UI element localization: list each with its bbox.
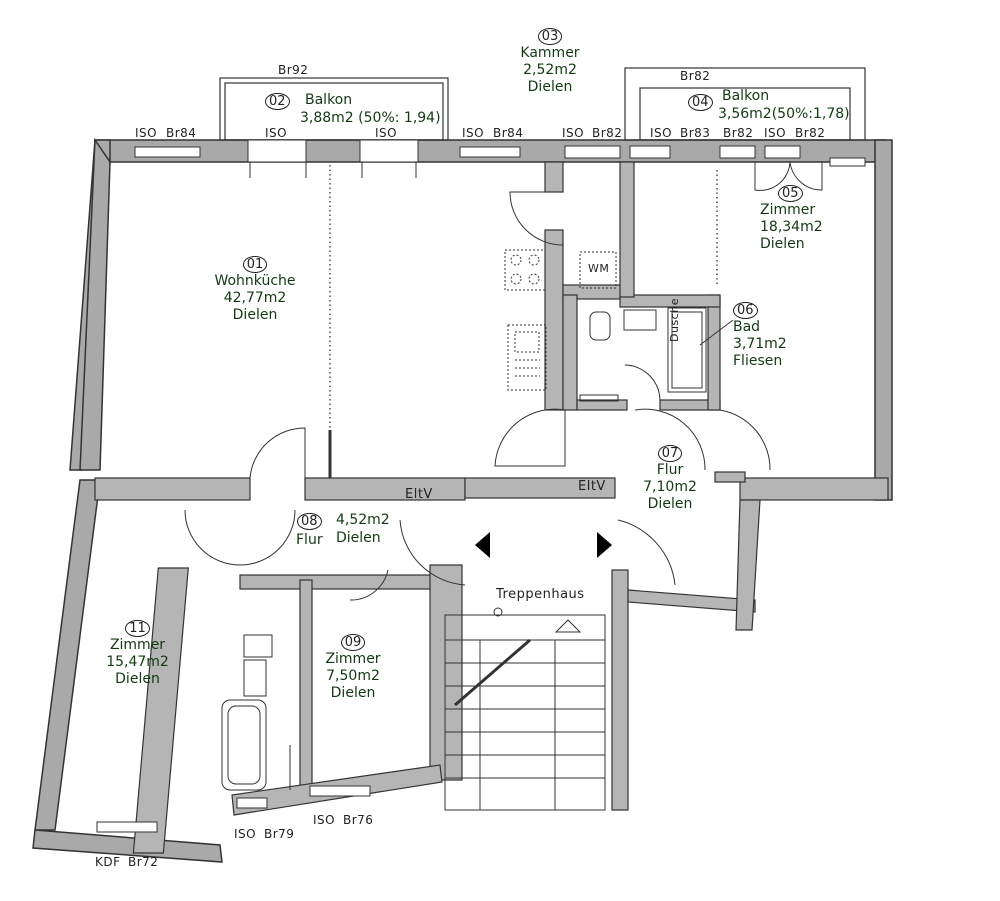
window-label-width: Br84 [166, 126, 197, 140]
room-floor: Dielen [330, 685, 376, 701]
room-01-label: 01 Wohnküche 42,77m2 Dielen [200, 256, 310, 324]
stove-icon [504, 249, 546, 291]
room-floor: Dielen [760, 236, 805, 252]
washer-icon [579, 251, 617, 289]
room-floor: Dielen [232, 307, 278, 323]
window-label-width: Br72 [128, 855, 159, 869]
sink-icon [507, 324, 547, 391]
room-name: Wohnküche [214, 273, 296, 289]
room-number: 07 [657, 445, 683, 462]
window-label-width: Br76 [343, 813, 374, 827]
room-04-area: 3,56m2(50%:1,78) [718, 106, 850, 122]
room-03-label: 03 Kammer 2,52m2 Dielen [510, 28, 590, 96]
room-area: 18,34m2 [760, 219, 823, 235]
interior-walls [94, 161, 889, 854]
window-label-iso: ISO [313, 813, 336, 827]
balcony-04-width: Br82 [680, 69, 711, 83]
room-04-name: Balkon [722, 88, 770, 104]
room-floor: Fliesen [733, 353, 783, 369]
window-label-kdf: KDF [95, 855, 121, 869]
room-11-label: 11 Zimmer 15,47m2 Dielen [105, 620, 170, 688]
room-area: 3,71m2 [733, 336, 787, 352]
room-area: 7,10m2 [643, 479, 697, 495]
window-label-iso: ISO [375, 126, 398, 140]
room-area: 2,52m2 [523, 62, 577, 78]
stairs-icon [444, 607, 606, 811]
window-label-iso: ISO [135, 126, 158, 140]
room-number: 09 [340, 634, 366, 651]
entrance-arrows [475, 532, 612, 558]
eltv-label: EltV [405, 487, 433, 502]
room-07-label: 07 Flur 7,10m2 Dielen [640, 445, 700, 513]
room-08-name: Flur [296, 532, 323, 548]
windows [96, 145, 866, 833]
window-label-width: Br82 [795, 126, 826, 140]
room-name: Bad [733, 319, 761, 335]
room-area: 42,77m2 [223, 290, 287, 306]
room-05-label: 05 Zimmer 18,34m2 Dielen [760, 185, 823, 253]
room-08-number: 08 [297, 513, 322, 530]
room-02-area: 3,88m2 (50%: 1,94) [300, 110, 441, 126]
room-08-area: 4,52m2 [336, 512, 390, 528]
room-area: 15,47m2 [106, 654, 169, 670]
stairwell-label: Treppenhaus [496, 587, 585, 602]
bathroom-fixtures [221, 307, 707, 791]
room-name: Zimmer [325, 651, 381, 667]
room-02-name: Balkon [305, 92, 353, 108]
window-label-width: Br83 [680, 126, 711, 140]
room-number: 11 [125, 620, 150, 637]
eltv-label: EltV [578, 479, 606, 494]
window-label-iso: ISO [562, 126, 585, 140]
window-label-width: Br82 [723, 126, 754, 140]
washer-label: WM [588, 262, 610, 275]
window-label-iso: ISO [234, 827, 257, 841]
window-label-iso: ISO [764, 126, 787, 140]
room-area: 7,50m2 [326, 668, 380, 684]
balcony-doors [247, 139, 419, 178]
balcony-04-outline [624, 67, 866, 141]
room-09-label: 09 Zimmer 7,50m2 Dielen [322, 634, 384, 702]
window-label-width: Br82 [592, 126, 623, 140]
room-floor: Dielen [647, 496, 693, 512]
window-label-width: Br79 [264, 827, 295, 841]
window-label-width: Br84 [493, 126, 524, 140]
window-label-iso: ISO [265, 126, 288, 140]
room-name: Kammer [520, 45, 580, 61]
room-06-label: 06 Bad 3,71m2 Fliesen [733, 302, 787, 370]
room-name: Flur [656, 462, 684, 478]
dotted-separators [329, 165, 718, 470]
room-floor: Dielen [527, 79, 573, 95]
room-name: Zimmer [760, 202, 816, 218]
room-04-number: 04 [688, 94, 713, 111]
window-label-iso: ISO [462, 126, 485, 140]
door-swings [184, 161, 823, 601]
room-02-number: 02 [265, 93, 290, 110]
room-floor: Dielen [115, 671, 160, 687]
room-08-floor: Dielen [336, 530, 381, 546]
balcony-02-width: Br92 [278, 63, 309, 77]
room-name: Zimmer [109, 637, 166, 653]
balcony-02-outline [219, 77, 449, 141]
window-label-iso: ISO [650, 126, 673, 140]
